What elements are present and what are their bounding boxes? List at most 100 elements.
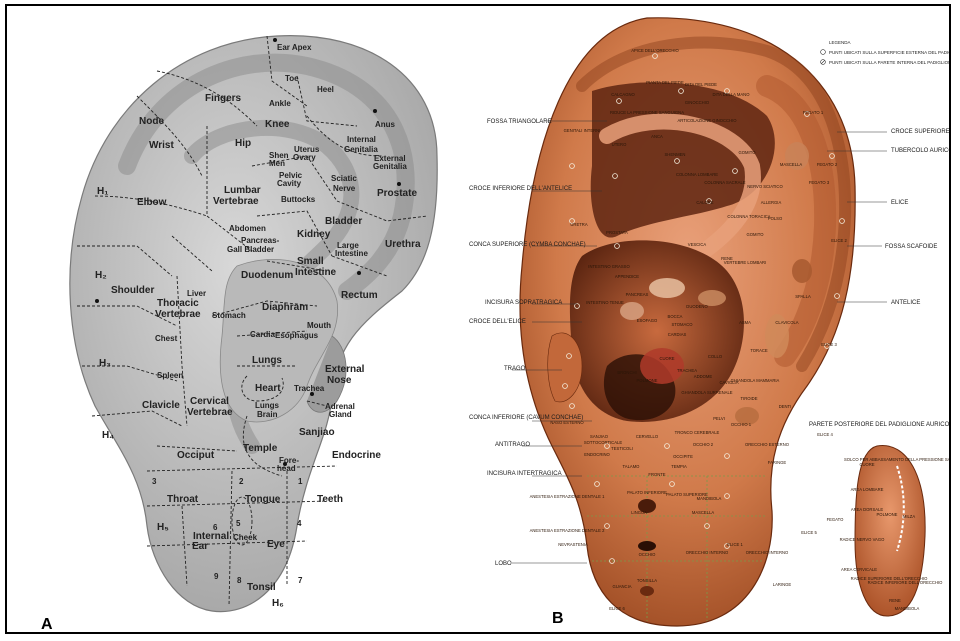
panel-b-point-label: GHIANDOLA SURRENALE	[681, 390, 732, 395]
panel-b-point-label: ALLERGIA	[761, 200, 782, 205]
panel-b-point-label: INTESTINO GRASSO	[588, 264, 630, 269]
panel-b-point-label: FEGATO 1	[803, 110, 824, 115]
panel-a-region-label: Men	[269, 159, 285, 168]
panel-b-point-label: TORACE	[750, 348, 768, 353]
panel-b-point-label: SANJIAO	[590, 434, 609, 439]
panel-b-point-label: CARDIAS	[668, 332, 687, 337]
panel-b-point-label: PELVI	[713, 416, 725, 421]
panel-a-region-label: Eye	[267, 539, 285, 550]
panel-a-region-label: Chest	[155, 334, 178, 343]
panel-a-region-label: Spleen	[157, 371, 183, 380]
panel-b-point-label: GENITALI INTERNI	[564, 128, 601, 133]
panel-a-region-label: Nerve	[333, 184, 356, 193]
panel-b-point-label: NEVRASTENIA	[558, 542, 588, 547]
panel-b-point-label: ADDOME	[694, 374, 713, 379]
panel-b-anatomy-label: CROCE DELL'ELICE	[469, 319, 526, 325]
panel-b-point-label: PROSTATA	[606, 230, 628, 235]
panel-a-region-label: Nose	[327, 375, 352, 386]
panel-a-region-label: Knee	[265, 119, 290, 130]
panel-a-region-label: Lungs	[255, 401, 280, 410]
panel-b-point-label: APICE DELL'ORECCHIO	[631, 48, 679, 53]
panel-a-region-label: H₅	[157, 522, 169, 533]
panel-a-region-label: Genitalia	[344, 145, 378, 154]
panel-a-region-label: Trachea	[294, 384, 325, 393]
panel-b-point-label: MILZA	[903, 514, 916, 519]
panel-a-region-label: Tonsil	[247, 582, 276, 593]
panel-a-region-label: Ear	[192, 541, 208, 552]
panel-b-ear-chart: LEGENDAPUNTI UBICATI SULLA SUPERFICIE ES…	[469, 18, 951, 626]
panel-b-point-label: GOMITO	[739, 150, 757, 155]
panel-b-point-label: CUORE	[859, 462, 874, 467]
panel-a-region-label: Urethra	[385, 239, 421, 250]
panel-b-point-label: CALORE	[696, 200, 713, 205]
panel-a-region-label: Lungs	[252, 355, 282, 366]
panel-a-region-label: Liver	[187, 289, 206, 298]
panel-b-point-label: SPALLA	[795, 294, 811, 299]
panel-b-anatomy-label: INCISURA INTERTRAGICA	[487, 471, 562, 477]
panel-a-region-label: Genitalia	[373, 162, 407, 171]
panel-b-point-label: TESTICOLI	[611, 446, 633, 451]
panel-b-point-label: LINGUA	[631, 510, 647, 515]
panel-a-region-label: Mouth	[307, 321, 331, 330]
panel-b-point-label: ORECCHIO INTERNO	[686, 550, 729, 555]
panel-a-region-label: Kidney	[297, 229, 331, 240]
panel-a-region-label: H₂	[95, 270, 107, 281]
panel-b-point-label: VERTEBRE LOMBARI	[724, 260, 767, 265]
panel-b-posterior-ear	[855, 446, 925, 616]
panel-b-point-label: ORECCHIO INTERNO	[746, 550, 789, 555]
panel-b-point-label: TONSILLA	[637, 578, 657, 583]
panel-b-point-label: POLSO	[768, 216, 783, 221]
panel-b-point-label: LARINGE	[773, 582, 792, 587]
panel-b-point-label: ENDOCRINO	[584, 452, 610, 457]
panel-a-region-label: Occiput	[177, 450, 215, 461]
panel-b-point-label: OCCIPITE	[673, 454, 693, 459]
panel-b-point-label: TEMPIA	[671, 464, 687, 469]
panel-a-region-label: Wrist	[149, 140, 174, 151]
panel-a-region-label: 2	[239, 477, 244, 486]
panel-b-point-label: COLONNA TORACICA	[727, 214, 770, 219]
panel-b-point-label: PIANTA DEL PIEDE	[646, 80, 684, 85]
panel-b-point-label: NASO ESTERNO	[550, 420, 584, 425]
panel-a-region-label: Rectum	[341, 290, 378, 301]
panel-b-point-label: GUANCIA	[612, 584, 631, 589]
panel-b-point-label: INTESTINO TENUE	[586, 300, 624, 305]
panel-a-region-label: 1	[298, 477, 303, 486]
panel-a-region-label: Node	[139, 116, 164, 127]
figure-canvas: Ear ApexToeHeelFingersAnkleNodeKneeAnusW…	[7, 6, 951, 634]
panel-b-anatomy-label: ANTELICE	[891, 300, 920, 306]
panel-a-region-label: 3	[152, 477, 157, 486]
panel-b-point-label: CALCAGNO	[611, 92, 635, 97]
panel-b-point-label: VESCICA	[688, 242, 707, 247]
panel-b-point-label: TRACHEA	[677, 368, 697, 373]
panel-b-point-label: GOMITO	[747, 232, 765, 237]
panel-b-point-label: DUODENO	[686, 304, 708, 309]
panel-a-region-label: Toe	[285, 74, 299, 83]
panel-b-anatomy-label: TUBERCOLO AURICOLARE	[891, 148, 951, 154]
panel-b-point-label: CUORE	[659, 356, 674, 361]
panel-a-region-label: Teeth	[317, 494, 343, 505]
panel-b-point-label: ANESTESIA ESTRAZIONE DENTALE 2	[530, 528, 606, 533]
panel-a-region-label: Esophagus	[275, 331, 319, 340]
panel-b-point-label: BRONCHI	[617, 370, 636, 375]
panel-a-region-label: Sanjiao	[299, 427, 335, 438]
panel-b-point-label: SHENMEN	[665, 152, 686, 157]
panel-a-region-label: Throat	[167, 494, 199, 505]
panel-b-point-label: NERVO SCIATICO	[747, 184, 783, 189]
panel-a-region-label: Gland	[329, 410, 352, 419]
panel-b-point-label: ELICE 4	[817, 432, 833, 437]
panel-b-tonsil-point	[640, 586, 654, 596]
panel-b-point-label: PALATO INFERIORE	[627, 490, 667, 495]
panel-b-point-label: TALAMO	[623, 464, 641, 469]
panel-b-point-label: APPENDICE	[615, 274, 639, 279]
panel-a-region-label: Temple	[243, 443, 278, 454]
panel-b-point-label: RIDUCE LA PRESSIONE SANGUIGNA	[610, 110, 684, 115]
panel-a-region-label: Gall Bladder	[227, 245, 274, 254]
panel-b-point-label: PANCREAS	[626, 292, 649, 297]
panel-b-point-label: ELICE 2	[831, 238, 847, 243]
panel-a-region-label: Sciatic	[331, 174, 357, 183]
panel-a-region-label: H₆	[272, 598, 284, 609]
panel-a-region-label: 5	[236, 519, 241, 528]
panel-a-region-label: H₁	[97, 186, 108, 197]
panel-a-region-label: Pancreas-	[241, 236, 280, 245]
